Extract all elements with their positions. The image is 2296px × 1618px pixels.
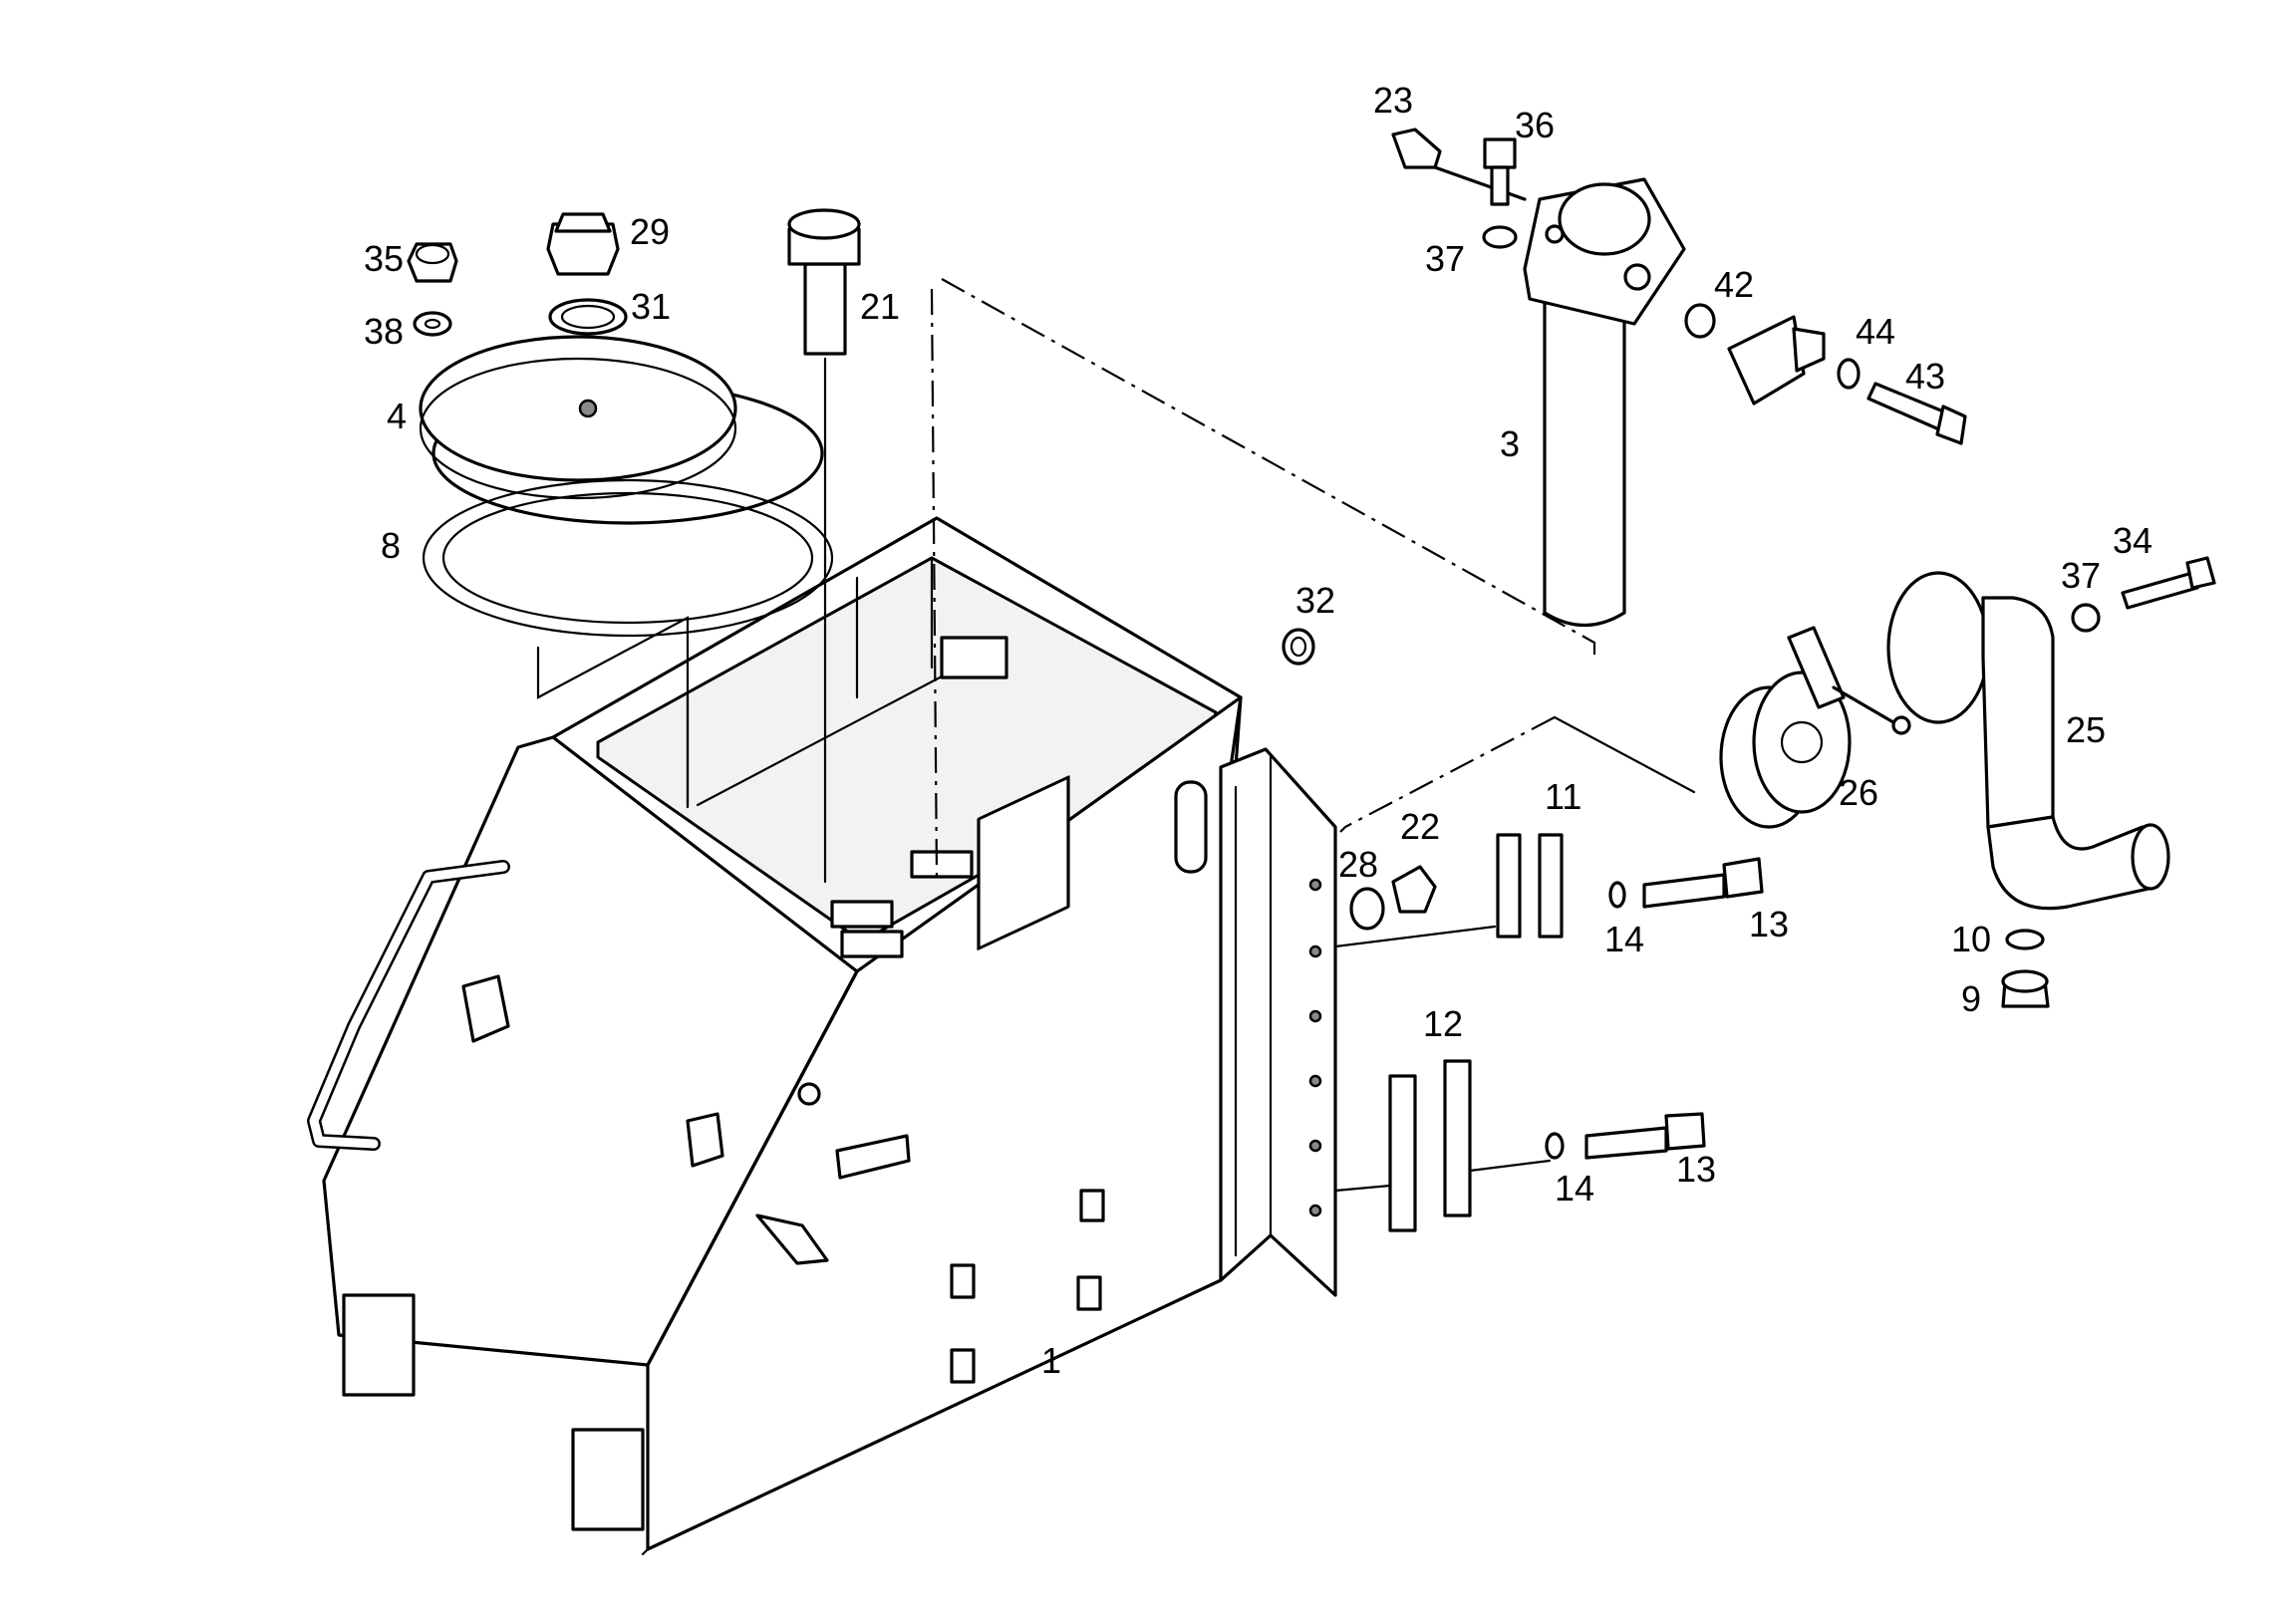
tank-body [307, 516, 1337, 1556]
callout-9: 9 [1961, 978, 1981, 1019]
elbow-pipe-25 [1886, 571, 2170, 911]
callout-38: 38 [364, 311, 404, 352]
callout-13-lower: 13 [1676, 1149, 1716, 1190]
callout-12: 12 [1423, 1003, 1463, 1044]
washer-10 [2005, 929, 2045, 950]
callout-4: 4 [387, 396, 407, 436]
screw-36 [1483, 137, 1517, 206]
callout-3: 3 [1500, 423, 1520, 464]
clamp-11 [1496, 833, 1564, 939]
washer-14-lower [1545, 1132, 1565, 1160]
plug-9 [2001, 969, 2050, 1008]
callout-21: 21 [860, 286, 900, 327]
callout-43: 43 [1905, 356, 1945, 397]
assembly-line-fittings [1333, 925, 1552, 1193]
callout-22: 22 [1400, 806, 1440, 847]
bolt-43 [1866, 382, 1967, 445]
pipe-21 [787, 208, 861, 884]
callout-32: 32 [1295, 580, 1335, 621]
callout-37-right: 37 [2061, 555, 2101, 596]
callout-34: 34 [2113, 520, 2152, 561]
seal-ring-31 [548, 298, 628, 336]
washer-37-right [2071, 603, 2101, 633]
callout-37-top: 37 [1425, 238, 1465, 279]
callout-28: 28 [1338, 844, 1378, 885]
assembly-line-left [536, 616, 690, 809]
grommet-32 [1282, 628, 1315, 666]
callout-44: 44 [1856, 311, 1895, 352]
callout-31: 31 [631, 286, 671, 327]
tank-cover-plate [419, 335, 824, 525]
callout-8: 8 [381, 525, 401, 566]
callout-29: 29 [630, 211, 670, 252]
callout-36: 36 [1515, 105, 1555, 145]
washer-14-upper [1608, 881, 1626, 909]
callout-10: 10 [1951, 919, 1991, 959]
sender-23 [1391, 128, 1527, 201]
plug-29 [546, 212, 620, 276]
sender-22 [1391, 865, 1437, 914]
callout-26: 26 [1839, 772, 1878, 813]
assembly-line-26 [1553, 715, 1696, 794]
washer-44 [1837, 358, 1861, 390]
callout-1: 1 [1041, 1340, 1061, 1381]
valve-26 [1719, 626, 1911, 829]
callout-14-lower: 14 [1555, 1168, 1594, 1209]
callout-11: 11 [1545, 776, 1581, 817]
washer-28 [1349, 887, 1385, 931]
flange-part [1727, 315, 1826, 405]
callout-23: 23 [1373, 80, 1413, 121]
bolt-34 [2121, 556, 2216, 610]
oring-42 [1684, 303, 1716, 339]
callout-25: 25 [2066, 709, 2106, 750]
bolt-13-lower [1584, 1112, 1706, 1160]
callout-labels: 1 3 4 8 9 10 11 12 13 13 14 14 21 22 23 … [364, 80, 2152, 1381]
callout-13-upper: 13 [1749, 904, 1789, 944]
callout-35: 35 [364, 238, 404, 279]
clamp-12 [1388, 1059, 1472, 1232]
callout-42: 42 [1714, 264, 1754, 305]
washer-38 [413, 311, 452, 337]
filter-housing-3 [1523, 177, 1686, 628]
nut-35 [407, 242, 458, 283]
assembly-line-main [930, 278, 1596, 878]
bolt-13-upper [1642, 857, 1764, 909]
washer-37-top [1482, 225, 1518, 249]
gasket-ring [422, 478, 834, 638]
callout-14-upper: 14 [1604, 919, 1644, 959]
